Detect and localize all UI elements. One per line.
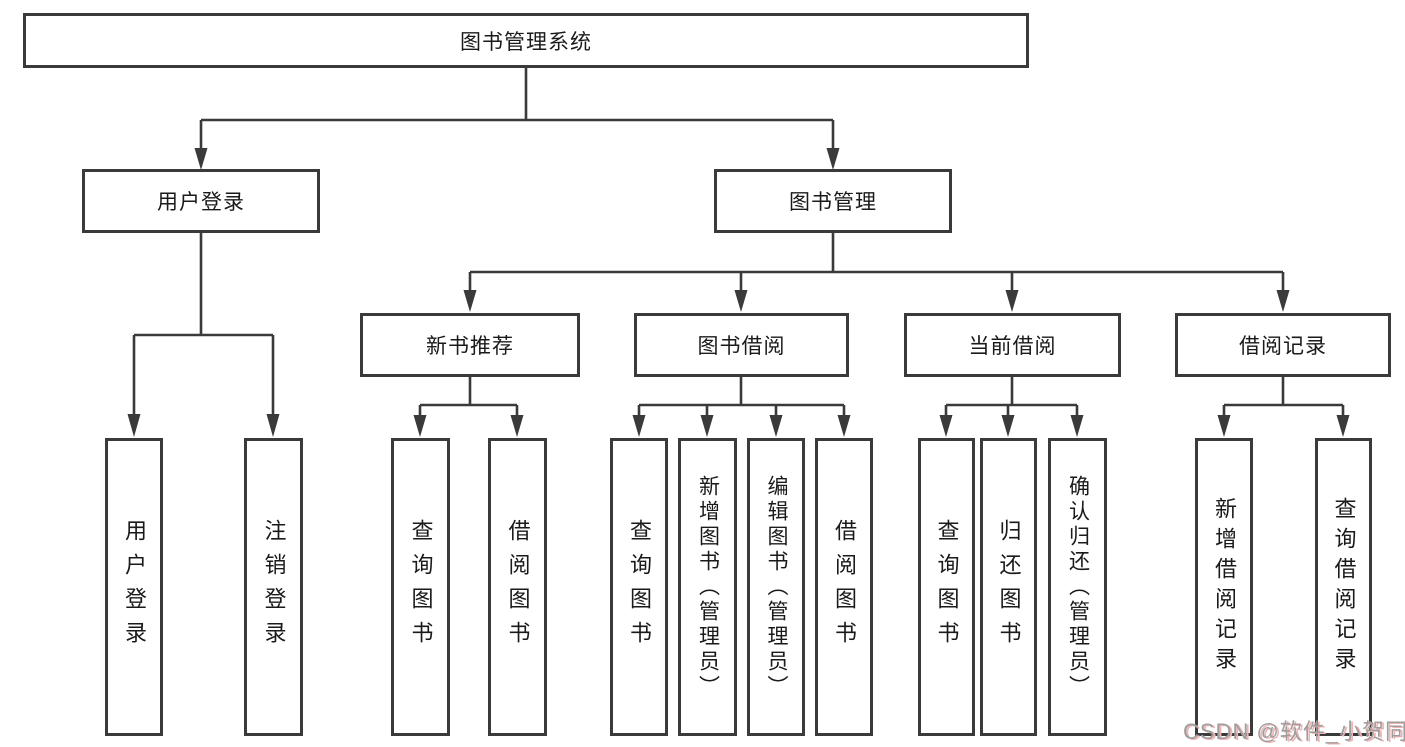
leaf-add-books-admin: 新增图书（管理员）: [678, 438, 737, 736]
leaf-return-books: 归还图书: [980, 438, 1037, 736]
node-root-system: 图书管理系统: [23, 13, 1029, 68]
node-book-borrow: 图书借阅: [634, 313, 849, 377]
edge-borrowmod-to-leaves: [632, 376, 851, 437]
edge-root-to-level2: [194, 68, 840, 170]
leaf-query-books-current: 查询图书: [918, 438, 975, 736]
edge-userlogin-to-leaves: [127, 233, 280, 437]
edge-records-to-leaves: [1217, 376, 1350, 437]
edge-current-to-leaves: [939, 376, 1084, 437]
edge-newbooks-to-leaves: [413, 376, 524, 437]
node-current-borrow: 当前借阅: [904, 313, 1121, 377]
csdn-watermark: CSDN @软件_小贺同学: [1183, 719, 1405, 744]
edge-bookmgmt-to-level3: [463, 233, 1290, 312]
leaf-query-books-borrow: 查询图书: [610, 438, 668, 736]
leaf-query-borrow-record: 查询借阅记录: [1315, 438, 1372, 736]
node-user-login-branch: 用户登录: [82, 169, 320, 233]
leaf-query-books-recommend: 查询图书: [391, 438, 450, 736]
leaf-edit-books-admin: 编辑图书（管理员）: [747, 438, 805, 736]
leaf-logout: 注销登录: [244, 438, 303, 736]
leaf-user-login: 用户登录: [105, 438, 163, 736]
node-book-management-branch: 图书管理: [714, 169, 952, 233]
leaf-borrow-books-recommend: 借阅图书: [488, 438, 547, 736]
node-borrow-records: 借阅记录: [1175, 313, 1391, 377]
leaf-add-borrow-record: 新增借阅记录: [1195, 438, 1253, 736]
node-new-book-recommend: 新书推荐: [360, 313, 580, 377]
leaf-borrow-books: 借阅图书: [815, 438, 873, 736]
leaf-confirm-return-admin: 确认归还（管理员）: [1048, 438, 1107, 736]
